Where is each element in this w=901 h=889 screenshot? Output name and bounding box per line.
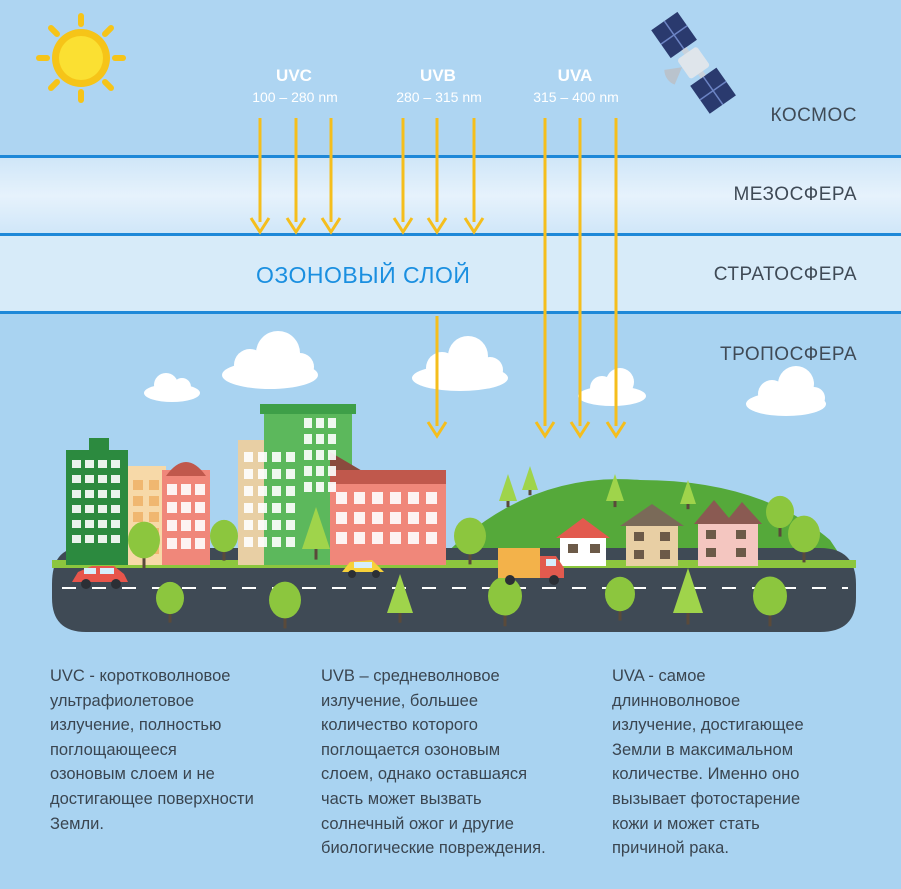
mesosphere-stratosphere-boundary (0, 233, 901, 236)
uv-arrow (569, 118, 591, 439)
space-band (0, 0, 901, 157)
tree (302, 507, 330, 560)
uvc-description: UVC - коротковолновое ультрафиолетовое и… (50, 667, 254, 833)
tree (128, 521, 160, 569)
tree (269, 581, 301, 629)
uvb-description: UVB – средневолновое излучение, большее … (321, 667, 546, 858)
building-icon (66, 404, 446, 565)
uva-label: UVA (557, 66, 593, 85)
tree (488, 576, 522, 627)
tree (499, 474, 517, 508)
uvc-range: 100 – 280 nm (252, 89, 338, 105)
uv-arrow (392, 118, 414, 235)
uvb-range: 280 – 315 nm (396, 89, 482, 105)
uv-arrow (320, 118, 342, 235)
mesosphere-band (0, 157, 901, 235)
stratosphere-troposphere-boundary (0, 311, 901, 314)
tree (387, 574, 413, 623)
satellite-icon (651, 11, 736, 114)
tree (788, 515, 820, 563)
tree (210, 519, 238, 561)
city-scene (52, 404, 856, 632)
mesosphere-label: МЕЗОСФЕРА (733, 184, 857, 205)
uv-arrow (285, 118, 307, 235)
uva-range: 315 – 400 nm (533, 89, 619, 105)
tree (673, 568, 703, 625)
tree (156, 581, 184, 623)
uva-description: UVA - самое длинноволновое излучение, до… (612, 667, 804, 858)
tree (606, 474, 624, 508)
uv-arrow (463, 118, 485, 235)
tree (454, 517, 486, 565)
tree (605, 576, 635, 621)
tree-icon (128, 466, 820, 629)
tree (766, 495, 794, 537)
uv-arrow (249, 118, 271, 235)
tree (680, 480, 696, 510)
truck-icon (498, 548, 564, 585)
uv-arrows (249, 118, 627, 439)
sun-icon (36, 13, 126, 103)
stratosphere-band (0, 235, 901, 313)
troposphere-label: ТРОПОСФЕРА (720, 344, 857, 365)
tree (522, 466, 538, 496)
uv-arrow (426, 118, 448, 235)
uv-arrow (534, 118, 556, 439)
uvc-label: UVC (276, 66, 312, 85)
car-icon (72, 560, 384, 589)
uv-arrow (605, 118, 627, 439)
uvb-label: UVB (420, 66, 456, 85)
stratosphere-label: СТРАТОСФЕРА (713, 264, 857, 285)
space-mesosphere-boundary (0, 155, 901, 158)
ozone-layer-label: ОЗОНОВЫЙ СЛОЙ (256, 262, 471, 288)
space-label: КОСМОС (770, 105, 857, 126)
uv-arrow (426, 316, 448, 439)
tree (753, 576, 787, 627)
